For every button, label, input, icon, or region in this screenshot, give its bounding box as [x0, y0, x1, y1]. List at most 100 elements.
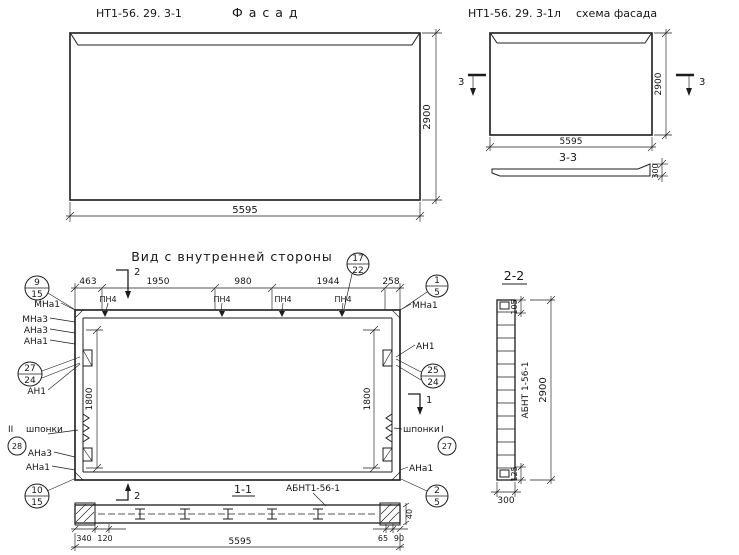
- callout-28-label: 28: [12, 442, 22, 451]
- callout-28: [7, 436, 27, 456]
- section-mark-1: [408, 393, 423, 415]
- callout-25-24: [395, 358, 446, 389]
- abnt-label-vertical: АБНТ 1-56-1: [521, 362, 531, 419]
- callout-9-15: [24, 275, 75, 310]
- callout-17-22-bottom: 22: [352, 266, 363, 276]
- callout-27-right-label: 27: [442, 442, 452, 451]
- callout-1-5-top: 1: [434, 276, 440, 286]
- pn4-label-2: ПН4: [213, 295, 230, 304]
- dim-1944: 1944: [317, 277, 340, 287]
- facade-width-dim: 5595: [232, 205, 257, 216]
- dim-125: 125: [510, 466, 519, 481]
- label-ana3-left-lower: АНа3: [28, 449, 52, 459]
- callout-27-24: [17, 356, 81, 387]
- callout-1-5-bottom: 5: [434, 288, 440, 298]
- label-an1-right: АН1: [416, 342, 435, 352]
- section-1-1-strip: [74, 502, 401, 526]
- dim-1800-left: 1800: [85, 387, 95, 410]
- facade-dimension-lines: [65, 28, 442, 222]
- inner-top-dimension-chain: [70, 283, 405, 310]
- facade-panel-outline: [69, 32, 421, 201]
- label-shponki-left: шпонки: [26, 425, 63, 435]
- schema-section-strip: [491, 158, 668, 182]
- callout-27-right: [437, 436, 457, 456]
- label-mna1-right: МНа1: [412, 301, 438, 311]
- right-label-leaders: [393, 303, 416, 471]
- schema-height-dim: 2900: [654, 72, 664, 95]
- label-shponki-right: шпонки: [403, 425, 440, 435]
- section-2-2-dims: [491, 295, 556, 497]
- section-mark-2-bottom: [116, 483, 131, 501]
- facade-view: НТ1-56. 29. 3-1 Ф а с а д 5595 2900: [65, 5, 442, 222]
- schema-view: НТ1-56. 29. 3-1л схема фасада 3 3: [458, 7, 705, 182]
- facade-title: Ф а с а д: [232, 5, 299, 20]
- schema-strip-dim: 300: [651, 163, 660, 178]
- dim-463: 463: [79, 277, 96, 287]
- section-1-1-view: 1-1 АБНТ1-56-1: [70, 483, 414, 551]
- dim-258: 258: [382, 277, 399, 287]
- inner-view-title: Вид с внутренней стороны: [131, 249, 333, 264]
- abnt-leader: [312, 492, 327, 507]
- schema-dimension-lines: [485, 28, 672, 152]
- facade-code-label: НТ1-56. 29. 3-1: [96, 7, 182, 20]
- dim-980: 980: [234, 277, 251, 287]
- callout-1-5: [401, 274, 449, 310]
- section-2-2-strip: [496, 299, 516, 481]
- schema-width-dim: 5595: [560, 137, 583, 147]
- dim-120: 120: [97, 534, 112, 543]
- dim-300-section: 300: [497, 496, 514, 506]
- schema-code-label: НТ1-56. 29. 3-1л: [468, 7, 561, 20]
- pn4-label-4: ПН4: [334, 295, 351, 304]
- label-ana1-right: АНа1: [409, 464, 433, 474]
- section-mark-1-label: 1: [426, 395, 432, 406]
- dim-90: 90: [394, 534, 404, 543]
- section-2-2-view: 2-2 АБНТ 1-56-1: [491, 268, 556, 506]
- pn4-label-1: ПН4: [99, 295, 116, 304]
- callout-10-15-top: 10: [31, 486, 43, 496]
- label-mna3-left: МНа3: [22, 315, 48, 325]
- dim-340: 340: [76, 534, 91, 543]
- section-2-2-title: 2-2: [504, 268, 524, 283]
- section-mark-2-top-label: 2: [134, 267, 140, 278]
- section-mark-2-bottom-label: 2: [134, 491, 140, 502]
- schema-panel-outline: [489, 32, 653, 136]
- callout-2-5-bottom: 5: [434, 498, 440, 508]
- dim-5595-bottom: 5595: [229, 537, 252, 547]
- callout-27-24-bottom: 24: [24, 376, 36, 386]
- section-1-1-dims: [70, 502, 410, 551]
- pn4-leaders: [105, 302, 344, 312]
- label-ana1-left-lower: АНа1: [26, 463, 50, 473]
- schema-section-mark-right: 3: [699, 77, 705, 88]
- schema-section-title: 3-3: [559, 151, 577, 164]
- schema-section-marks: [468, 73, 694, 96]
- label-roman-ii: II: [8, 425, 13, 435]
- callout-17-22-top: 17: [352, 254, 363, 264]
- section-mark-2-top: [116, 269, 131, 299]
- schema-title: схема фасада: [576, 7, 657, 20]
- left-label-leaders: [47, 302, 81, 471]
- inner-panel-outline: [74, 309, 401, 481]
- callout-27-24-top: 27: [24, 364, 35, 374]
- dim-1950: 1950: [147, 277, 170, 287]
- label-mna1-left: МНа1: [34, 300, 60, 310]
- callout-25-24-bottom: 24: [427, 378, 439, 388]
- dim-40: 40: [405, 509, 414, 519]
- facade-height-dim: 2900: [422, 104, 433, 129]
- callout-17-22: [343, 252, 370, 310]
- callout-10-15-bottom: 15: [31, 498, 42, 508]
- label-ana3-left: АНа3: [24, 326, 48, 336]
- inner-1800-dims: [86, 325, 380, 473]
- callout-10-15: [24, 478, 75, 509]
- pn4-label-3: ПН4: [274, 295, 291, 304]
- dim-65: 65: [378, 534, 388, 543]
- label-an1-left: АН1: [27, 387, 46, 397]
- callout-25-24-top: 25: [427, 366, 438, 376]
- dim-2900-section: 2900: [538, 377, 549, 402]
- dim-105: 105: [510, 299, 519, 314]
- callout-2-5: [400, 478, 449, 508]
- callout-9-15-top: 9: [34, 278, 40, 288]
- callout-2-5-top: 2: [434, 486, 440, 496]
- section-1-1-title: 1-1: [234, 483, 252, 496]
